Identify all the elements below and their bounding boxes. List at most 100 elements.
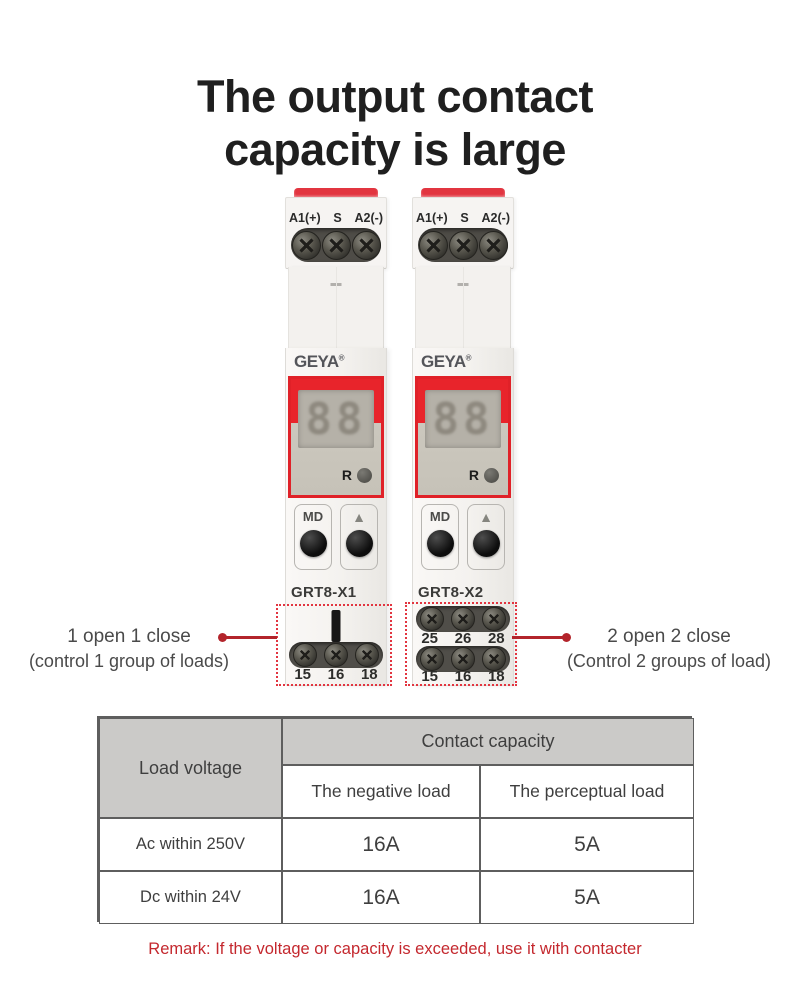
terminal-label-a2: A2(-) [481,211,510,225]
device-front-panel: GEYA® 88 R MD ▲ [412,348,514,686]
terminal-label-a1: A1(+) [289,211,321,225]
top-terminal-block: A1(+) S A2(-) [285,197,387,269]
reset-indicator: R [342,467,372,483]
reset-led-icon [357,467,372,483]
terminal-label-s: S [460,211,469,225]
table-cell-row2-label: Dc within 24V [99,871,282,924]
title-line-1: The output contact [197,71,593,123]
reset-led-icon [484,467,499,483]
annotation-right: 2 open 2 close (Control 2 groups of load… [566,625,772,673]
highlight-box-x2 [405,602,517,686]
screw-terminal-icon [321,230,351,260]
table-cell-row1-perceptual: 5A [480,818,694,871]
screw-terminal-icon [292,643,317,667]
reset-indicator: R [469,467,499,483]
terminal-number: 16 [327,666,345,683]
screw-terminal-icon [418,230,448,260]
brand-text: GEYA [294,352,339,371]
table-cell-row2-negative: 16A [282,871,480,924]
screw-terminal-icon [450,647,475,671]
mode-button-knob[interactable] [426,530,454,557]
terminal-number: 26 [454,630,472,647]
terminal-number: 18 [360,666,378,683]
annotation-left-line2: (control 1 group of loads) [28,651,230,671]
screw-terminal-icon [478,230,508,260]
brand-logo: GEYA® [421,352,472,372]
terminal-recess [416,646,510,672]
terminal-number: 25 [421,630,438,647]
terminal-label-a2: A2(-) [354,211,383,225]
terminal-number: 16 [454,668,472,685]
connector-line-left [223,636,277,639]
annotation-left-line1: 1 open 1 close [67,626,191,647]
up-arrow-icon: ▲ [352,509,366,525]
terminal-label-s: S [333,211,342,225]
screw-terminal-icon [419,647,444,671]
table-cell-row2-perceptual: 5A [480,871,694,924]
table-subheader-perceptual-load: The perceptual load [480,765,694,818]
digit-window: 88 [298,390,374,448]
table-cell-row1-negative: 16A [282,818,480,871]
digital-display: 88 R [288,376,384,498]
screw-terminal-icon [351,230,381,260]
bottom-terminal-block: 15 16 18 [286,606,386,685]
up-button[interactable]: ▲ [467,504,505,570]
device-grt8-x2: A1(+) S A2(-) GEYA® 88 [412,188,514,686]
terminal-recess [418,228,508,262]
terminal-number: 15 [294,666,311,683]
terminal-numbers: 25 26 28 [413,630,513,647]
mode-button-knob[interactable] [299,530,327,557]
mode-button-label: MD [429,509,451,524]
up-button-knob[interactable] [472,530,500,557]
spec-table: Load voltage Contact capacity The negati… [97,716,694,924]
mode-button-label: MD [302,509,324,524]
title-line-2: capacity is large [224,124,566,176]
terminal-label-a1: A1(+) [416,211,448,225]
model-label: GRT8-X1 [291,584,357,601]
device-front-panel: GEYA® 88 R MD ▲ [285,348,387,686]
up-button[interactable]: ▲ [340,504,378,570]
mode-button[interactable]: MD [294,504,332,570]
terminal-recess [289,642,383,668]
terminal-number: 15 [421,668,438,685]
connector-dot-right [562,633,571,642]
screw-terminal-icon [323,643,348,667]
screw-terminal-icon [419,607,444,631]
bottom-terminal-block: 25 26 28 15 16 18 [413,606,513,685]
up-button-knob[interactable] [345,530,373,557]
highlight-box-x1 [276,604,392,686]
remark-text: Remark: If the voltage or capacity is ex… [148,940,642,958]
registered-mark: ® [338,353,345,363]
table-header-contact-capacity: Contact capacity [282,718,694,765]
mode-button[interactable]: MD [421,504,459,570]
table-header-load-voltage: Load voltage [99,718,282,818]
terminal-recess [291,228,381,262]
table-cell-row1-label: Ac within 250V [99,818,282,871]
button-row: MD ▲ [413,504,513,570]
terminal-number: 28 [487,630,505,647]
model-label: GRT8-X2 [418,584,484,601]
display-digits: 88 [432,393,494,445]
registered-mark: ® [465,353,472,363]
connector-dot-left [218,633,227,642]
table-subheader-negative-load: The negative load [282,765,480,818]
screw-terminal-icon [355,643,380,667]
terminal-numbers: 15 16 18 [286,666,386,683]
bottom-rail-slot [331,610,341,642]
main-title: The output contact capacity is large [0,70,790,176]
up-arrow-icon: ▲ [479,509,493,525]
top-terminal-block: A1(+) S A2(-) [412,197,514,269]
din-clip [294,188,378,198]
annotation-right-line2: (Control 2 groups of load) [566,651,772,671]
terminal-numbers: 15 16 18 [413,668,513,685]
terminal-number: 18 [487,668,505,685]
screw-terminal-icon [291,230,321,260]
digit-window: 88 [425,390,501,448]
screw-terminal-icon [482,607,507,631]
digital-display: 88 R [415,376,511,498]
display-digits: 88 [305,393,367,445]
brand-logo: GEYA® [294,352,345,372]
device-grt8-x1: A1(+) S A2(-) GEYA® 88 [285,188,387,686]
din-clip [421,188,505,198]
